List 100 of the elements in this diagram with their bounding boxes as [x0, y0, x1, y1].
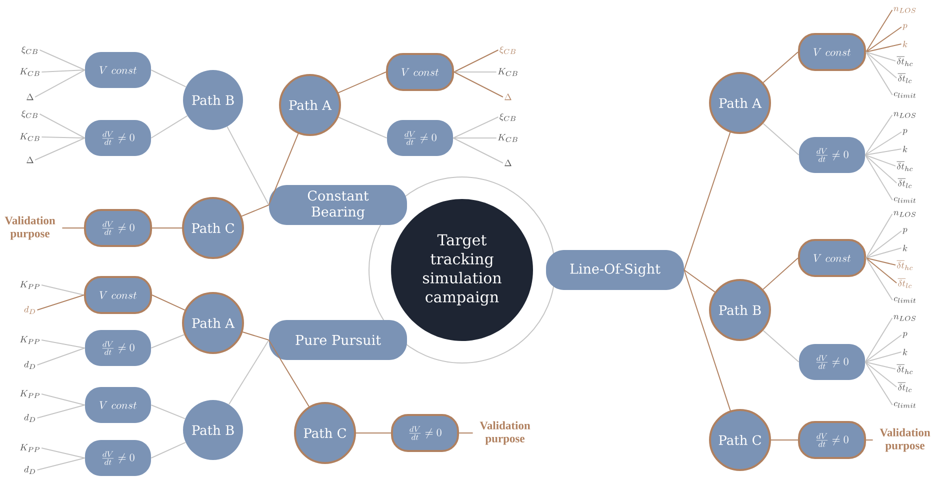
connector-line	[39, 114, 86, 138]
connector-line	[864, 362, 893, 406]
connector-line	[41, 70, 86, 72]
condition-box: $\frac{dV}{dt} \neq 0$	[799, 344, 865, 380]
parameter-label: $\Delta$	[504, 94, 512, 100]
connector-line	[864, 362, 896, 370]
connector-line	[864, 132, 902, 156]
branch-box: Line-Of-Sight	[546, 250, 684, 290]
connector-line	[864, 334, 902, 362]
connector-line	[866, 258, 898, 284]
parameter-label: $\xi_{CB}$	[22, 110, 38, 118]
condition-box: $V\ const$	[798, 33, 866, 71]
condition-box: $\frac{dV}{dt} \neq 0$	[387, 120, 453, 156]
connector-line	[34, 138, 86, 160]
connector-line	[36, 348, 86, 366]
connector-line	[338, 116, 388, 138]
parameter-label: $d_{D}$	[24, 306, 36, 314]
condition-box: $\frac{dV}{dt} \neq 0$	[85, 440, 151, 476]
parameter-label: $p$	[902, 332, 908, 338]
connector-line	[864, 114, 893, 156]
connector-line	[41, 340, 86, 348]
parameter-label: $\Delta$	[504, 160, 512, 166]
connector-line	[866, 52, 893, 96]
parameter-label: $p$	[902, 129, 908, 135]
connector-line	[454, 50, 499, 72]
parameter-label: $\overline{\delta t}_{hc}$	[896, 260, 913, 270]
connector-line	[866, 258, 893, 300]
parameter-label: $c_{limit}$	[894, 297, 916, 303]
connector-line	[762, 123, 800, 156]
parameter-label: $K_{CB}$	[20, 133, 40, 142]
connector-line	[864, 318, 893, 362]
connector-line	[762, 258, 798, 290]
connector-line	[226, 126, 270, 206]
connector-line	[36, 404, 86, 418]
parameter-label: $d_{D}$	[24, 414, 36, 422]
parameter-label: $\xi_{CB}$	[500, 46, 516, 54]
connector-line	[864, 154, 898, 184]
parameter-label: $k$	[902, 40, 908, 48]
connector-line	[150, 334, 185, 348]
connector-line	[684, 270, 731, 412]
condition-box: $V\ const$	[84, 276, 152, 314]
parameter-label: $K_{CB}$	[498, 68, 518, 76]
parameter-label: $n_{LOS}$	[894, 112, 916, 118]
condition-box: $\frac{dV}{dt} \neq 0$	[798, 421, 866, 459]
parameter-label: $\Delta$	[26, 94, 34, 100]
connector-line	[356, 432, 392, 434]
parameter-label: $c_{limit}$	[894, 402, 916, 408]
connector-line	[268, 133, 299, 206]
parameter-label: $k$	[902, 244, 908, 252]
connector-line	[36, 458, 86, 470]
parameter-label: $\overline{\delta t}_{lc}$	[898, 278, 912, 288]
note-label: Validation purpose	[880, 428, 930, 452]
connector-line	[34, 70, 86, 98]
connector-line	[150, 115, 188, 138]
connector-line	[150, 70, 186, 88]
parameter-label: $\overline{\delta t}_{lc}$	[898, 382, 912, 392]
condition-box: $\frac{dV}{dt} \neq 0$	[391, 414, 459, 452]
parameter-label: $\Delta$	[26, 156, 34, 164]
note-label: Validation purpose	[4, 216, 56, 240]
connector-line	[242, 332, 270, 340]
connector-line	[866, 248, 902, 258]
parameter-label: $p$	[902, 24, 908, 30]
parameter-label: $d_{D}$	[24, 361, 36, 369]
connector-line	[150, 404, 186, 420]
parameter-label: $K_{CB}$	[20, 68, 40, 76]
connector-line	[452, 116, 499, 138]
connector-line	[241, 204, 270, 217]
connector-line	[41, 136, 86, 138]
condition-box: $\frac{dV}{dt} \neq 0$	[84, 209, 152, 247]
connector-line	[228, 340, 270, 405]
parameter-label: $\overline{\delta t}_{hc}$	[896, 364, 913, 374]
parameter-label: $\overline{\delta t}_{hc}$	[896, 162, 913, 172]
connector-line	[338, 72, 386, 94]
connector-line	[864, 154, 896, 166]
connector-line	[864, 154, 893, 200]
connector-line	[866, 214, 893, 258]
connector-line	[41, 448, 86, 458]
connector-line	[866, 10, 893, 52]
parameter-label: $\overline{\delta t}_{lc}$	[898, 74, 912, 84]
parameter-label: $K_{PP}$	[20, 281, 40, 289]
connector-line	[41, 394, 86, 406]
connector-line	[36, 294, 84, 310]
condition-box: $\frac{dV}{dt} \neq 0$	[799, 137, 865, 173]
connector-line	[762, 52, 798, 84]
connector-line	[458, 432, 474, 434]
connector-line	[864, 362, 898, 388]
branch-box: Pure Pursuit	[269, 320, 407, 360]
connector-line	[39, 50, 86, 70]
condition-box: $\frac{dV}{dt} \neq 0$	[85, 120, 151, 156]
parameter-label: $n_{LOS}$	[894, 7, 916, 13]
parameter-label: $c_{limit}$	[894, 197, 916, 203]
parameter-label: $p$	[902, 228, 908, 234]
parameter-label: $k$	[902, 146, 908, 152]
parameter-label: $K_{PP}$	[20, 336, 40, 344]
connector-line	[866, 258, 896, 266]
connector-line	[864, 352, 902, 362]
parameter-label: $\xi_{CB}$	[500, 112, 516, 122]
connector-line	[866, 44, 902, 52]
condition-box: $V\ const$	[85, 52, 151, 88]
connector-line	[452, 138, 504, 164]
